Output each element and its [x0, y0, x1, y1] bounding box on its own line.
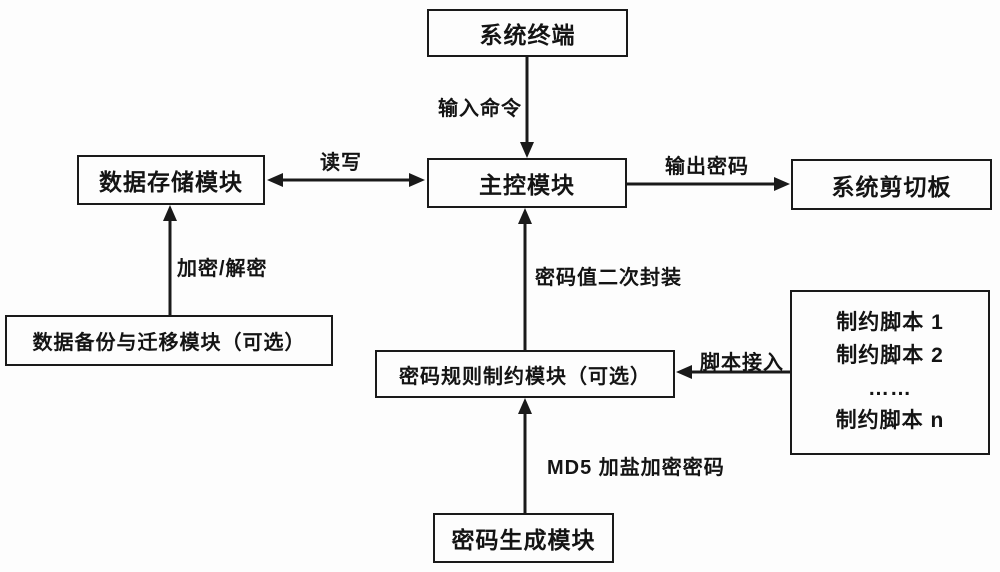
node-data-storage-module: 数据存储模块 [77, 155, 265, 205]
edge-label-secondary-pack: 密码值二次封装 [535, 267, 682, 289]
node-backup-migration-module: 数据备份与迁移模块（可选） [5, 315, 333, 366]
node-password-rule-module: 密码规则制约模块（可选） [375, 350, 675, 398]
script-line-1: 制约脚本 1 [836, 311, 944, 335]
script-line-2: 制约脚本 2 [836, 343, 944, 367]
node-constraint-scripts: 制约脚本 1 制约脚本 2 …… 制约脚本 n [790, 290, 990, 455]
node-main-control-module: 主控模块 [427, 158, 627, 208]
edge-label-read-write: 读写 [320, 152, 362, 174]
arrow-read-write [267, 173, 425, 187]
arrow-output-password [627, 177, 790, 191]
arrow-input-command [520, 57, 534, 158]
arrow-script-access [676, 365, 790, 379]
edge-label-input-command: 输入命令 [438, 98, 522, 120]
script-line-n: 制约脚本 n [835, 409, 945, 433]
arrow-md5-salt [518, 398, 532, 513]
edge-label-md5-salt: MD5 加盐加密密码 [547, 457, 725, 479]
node-password-generator-module: 密码生成模块 [433, 513, 614, 563]
edge-label-script-access: 脚本接入 [700, 352, 784, 374]
node-system-clipboard: 系统剪切板 [791, 159, 992, 210]
edge-label-encrypt-decrypt: 加密/解密 [177, 258, 268, 280]
node-system-terminal: 系统终端 [427, 9, 628, 57]
edge-label-output-password: 输出密码 [665, 156, 749, 178]
arrow-encrypt-decrypt [163, 205, 177, 315]
arrow-secondary-pack [518, 208, 532, 350]
script-line-ellipsis: …… [868, 376, 912, 400]
